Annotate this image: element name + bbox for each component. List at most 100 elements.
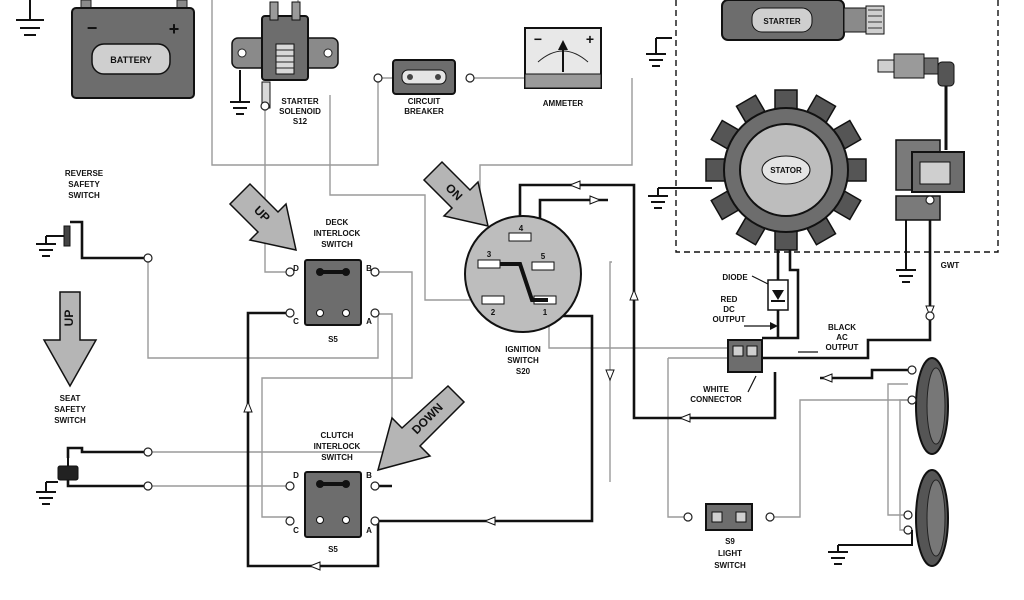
deck-terminal-b: B bbox=[366, 264, 372, 273]
ground-icon bbox=[36, 236, 56, 257]
gwt-label: GWT bbox=[941, 261, 960, 270]
ground-icon bbox=[16, 0, 44, 36]
flow-arrow bbox=[589, 195, 602, 205]
ignition-terminal-3: 3 bbox=[487, 250, 492, 259]
starter-label: STARTER bbox=[763, 17, 800, 26]
deck-switch-line1: DECK bbox=[326, 218, 349, 227]
flow-arrow bbox=[483, 516, 496, 526]
ammeter-plus-sign: + bbox=[586, 31, 594, 47]
headlight-upper bbox=[907, 357, 949, 455]
thick-wires bbox=[66, 183, 932, 568]
ignition-switch: 4 3 5 2 1 IGNITION SWITCH S20 bbox=[464, 215, 582, 376]
clutch-terminal-c: C bbox=[293, 526, 299, 535]
red-dc-output-line1: RED bbox=[721, 295, 738, 304]
clutch-switch-id: S5 bbox=[328, 545, 338, 554]
white-connector: WHITE CONNECTOR bbox=[690, 339, 763, 404]
arrow-down-clutch: DOWN bbox=[376, 384, 466, 472]
solenoid-label-line2: SOLENOID bbox=[279, 107, 321, 116]
output-labels: RED DC OUTPUT BLACK AC OUTPUT bbox=[713, 295, 859, 353]
engine-box bbox=[675, 0, 999, 253]
ignition-terminal-4: 4 bbox=[519, 224, 524, 233]
ground-icon bbox=[230, 70, 250, 115]
stator: STATOR bbox=[705, 89, 867, 251]
flow-arrow bbox=[629, 288, 639, 301]
flow-arrow bbox=[925, 305, 935, 318]
ground-symbols bbox=[16, 0, 916, 565]
seat-switch-line2: SAFETY bbox=[54, 405, 86, 414]
reverse-switch-line2: SAFETY bbox=[68, 180, 100, 189]
stator-label: STATOR bbox=[770, 166, 802, 175]
clutch-terminal-a: A bbox=[366, 526, 372, 535]
flow-arrow bbox=[568, 180, 581, 190]
black-ac-output-line3: OUTPUT bbox=[826, 343, 859, 352]
light-switch-line3: SWITCH bbox=[714, 561, 746, 570]
light-switch-line2: LIGHT bbox=[718, 549, 742, 558]
deck-terminal-d: D bbox=[293, 264, 299, 273]
flow-arrow bbox=[308, 561, 321, 571]
starter-motor: STARTER bbox=[721, 0, 885, 41]
ignition-terminal-5: 5 bbox=[541, 252, 546, 261]
battery-plus-sign: + bbox=[169, 19, 180, 39]
ground-icon bbox=[828, 544, 902, 565]
seat-switch-line3: SWITCH bbox=[54, 416, 86, 425]
white-connector-line2: CONNECTOR bbox=[690, 395, 742, 404]
battery-minus-sign: − bbox=[87, 18, 98, 38]
solenoid-label-line1: STARTER bbox=[281, 97, 318, 106]
clutch-interlock-switch: D B C A CLUTCH INTERLOCK SWITCH S5 bbox=[285, 431, 380, 554]
arrow-up-seat: UP bbox=[42, 291, 98, 388]
ground-icon bbox=[646, 37, 672, 67]
flow-arrows bbox=[243, 180, 935, 571]
light-switch-line1: S9 bbox=[725, 537, 735, 546]
solenoid-label-line3: S12 bbox=[293, 117, 308, 126]
deck-switch-line2: INTERLOCK bbox=[314, 229, 361, 238]
deck-interlock-switch: D B C A DECK INTERLOCK SWITCH S5 bbox=[285, 218, 380, 344]
clutch-terminal-d: D bbox=[293, 471, 299, 480]
flow-arrow bbox=[605, 369, 615, 382]
deck-terminal-a: A bbox=[366, 317, 372, 326]
ignition-label-line3: S20 bbox=[516, 367, 531, 376]
breaker-label-line1: CIRCUIT bbox=[408, 97, 441, 106]
reverse-safety-switch: REVERSE SAFETY SWITCH bbox=[46, 169, 153, 263]
diode: DIODE bbox=[722, 273, 789, 311]
clutch-terminal-b: B bbox=[366, 471, 372, 480]
ground-icon bbox=[648, 187, 712, 209]
reverse-switch-line1: REVERSE bbox=[65, 169, 104, 178]
arrow-up-deck: UP bbox=[228, 182, 297, 251]
starter-solenoid: STARTER SOLENOID S12 bbox=[231, 1, 339, 126]
black-ac-output-line1: BLACK bbox=[828, 323, 856, 332]
deck-switch-id: S5 bbox=[328, 335, 338, 344]
spark-plug bbox=[877, 53, 955, 150]
ignition-label-line2: SWITCH bbox=[507, 356, 539, 365]
red-dc-output-line2: DC bbox=[723, 305, 735, 314]
circuit-breaker: CIRCUIT BREAKER bbox=[373, 59, 475, 116]
black-ac-output-line2: AC bbox=[836, 333, 848, 342]
flow-arrow bbox=[243, 400, 253, 413]
misc-terminals bbox=[260, 101, 935, 321]
ignition-label-line1: IGNITION bbox=[505, 345, 541, 354]
headlight-lower bbox=[903, 469, 949, 567]
battery: BATTERY − + bbox=[71, 0, 195, 99]
red-dc-output-line3: OUTPUT bbox=[713, 315, 746, 324]
battery-label: BATTERY bbox=[110, 55, 152, 65]
ammeter: − + AMMETER bbox=[524, 27, 602, 108]
arrow-on-ignition: ON bbox=[422, 160, 489, 227]
clutch-switch-line2: INTERLOCK bbox=[314, 442, 361, 451]
clutch-switch-line1: CLUTCH bbox=[321, 431, 354, 440]
breaker-label-line2: BREAKER bbox=[404, 107, 444, 116]
ground-icon bbox=[36, 482, 56, 505]
seat-safety-switch: SEAT SAFETY SWITCH bbox=[46, 394, 153, 491]
ignition-terminal-1: 1 bbox=[543, 308, 548, 317]
white-connector-line1: WHITE bbox=[703, 385, 729, 394]
clutch-switch-line3: SWITCH bbox=[321, 453, 353, 462]
ammeter-label: AMMETER bbox=[543, 99, 584, 108]
flow-arrow bbox=[678, 413, 691, 423]
ignition-terminal-2: 2 bbox=[491, 308, 496, 317]
flow-arrow bbox=[820, 373, 833, 383]
reverse-switch-line3: SWITCH bbox=[68, 191, 100, 200]
ammeter-minus-sign: − bbox=[534, 31, 542, 47]
seat-switch-line1: SEAT bbox=[60, 394, 81, 403]
deck-switch-line3: SWITCH bbox=[321, 240, 353, 249]
ignition-module: GWT bbox=[895, 139, 965, 270]
diode-label: DIODE bbox=[722, 273, 748, 282]
